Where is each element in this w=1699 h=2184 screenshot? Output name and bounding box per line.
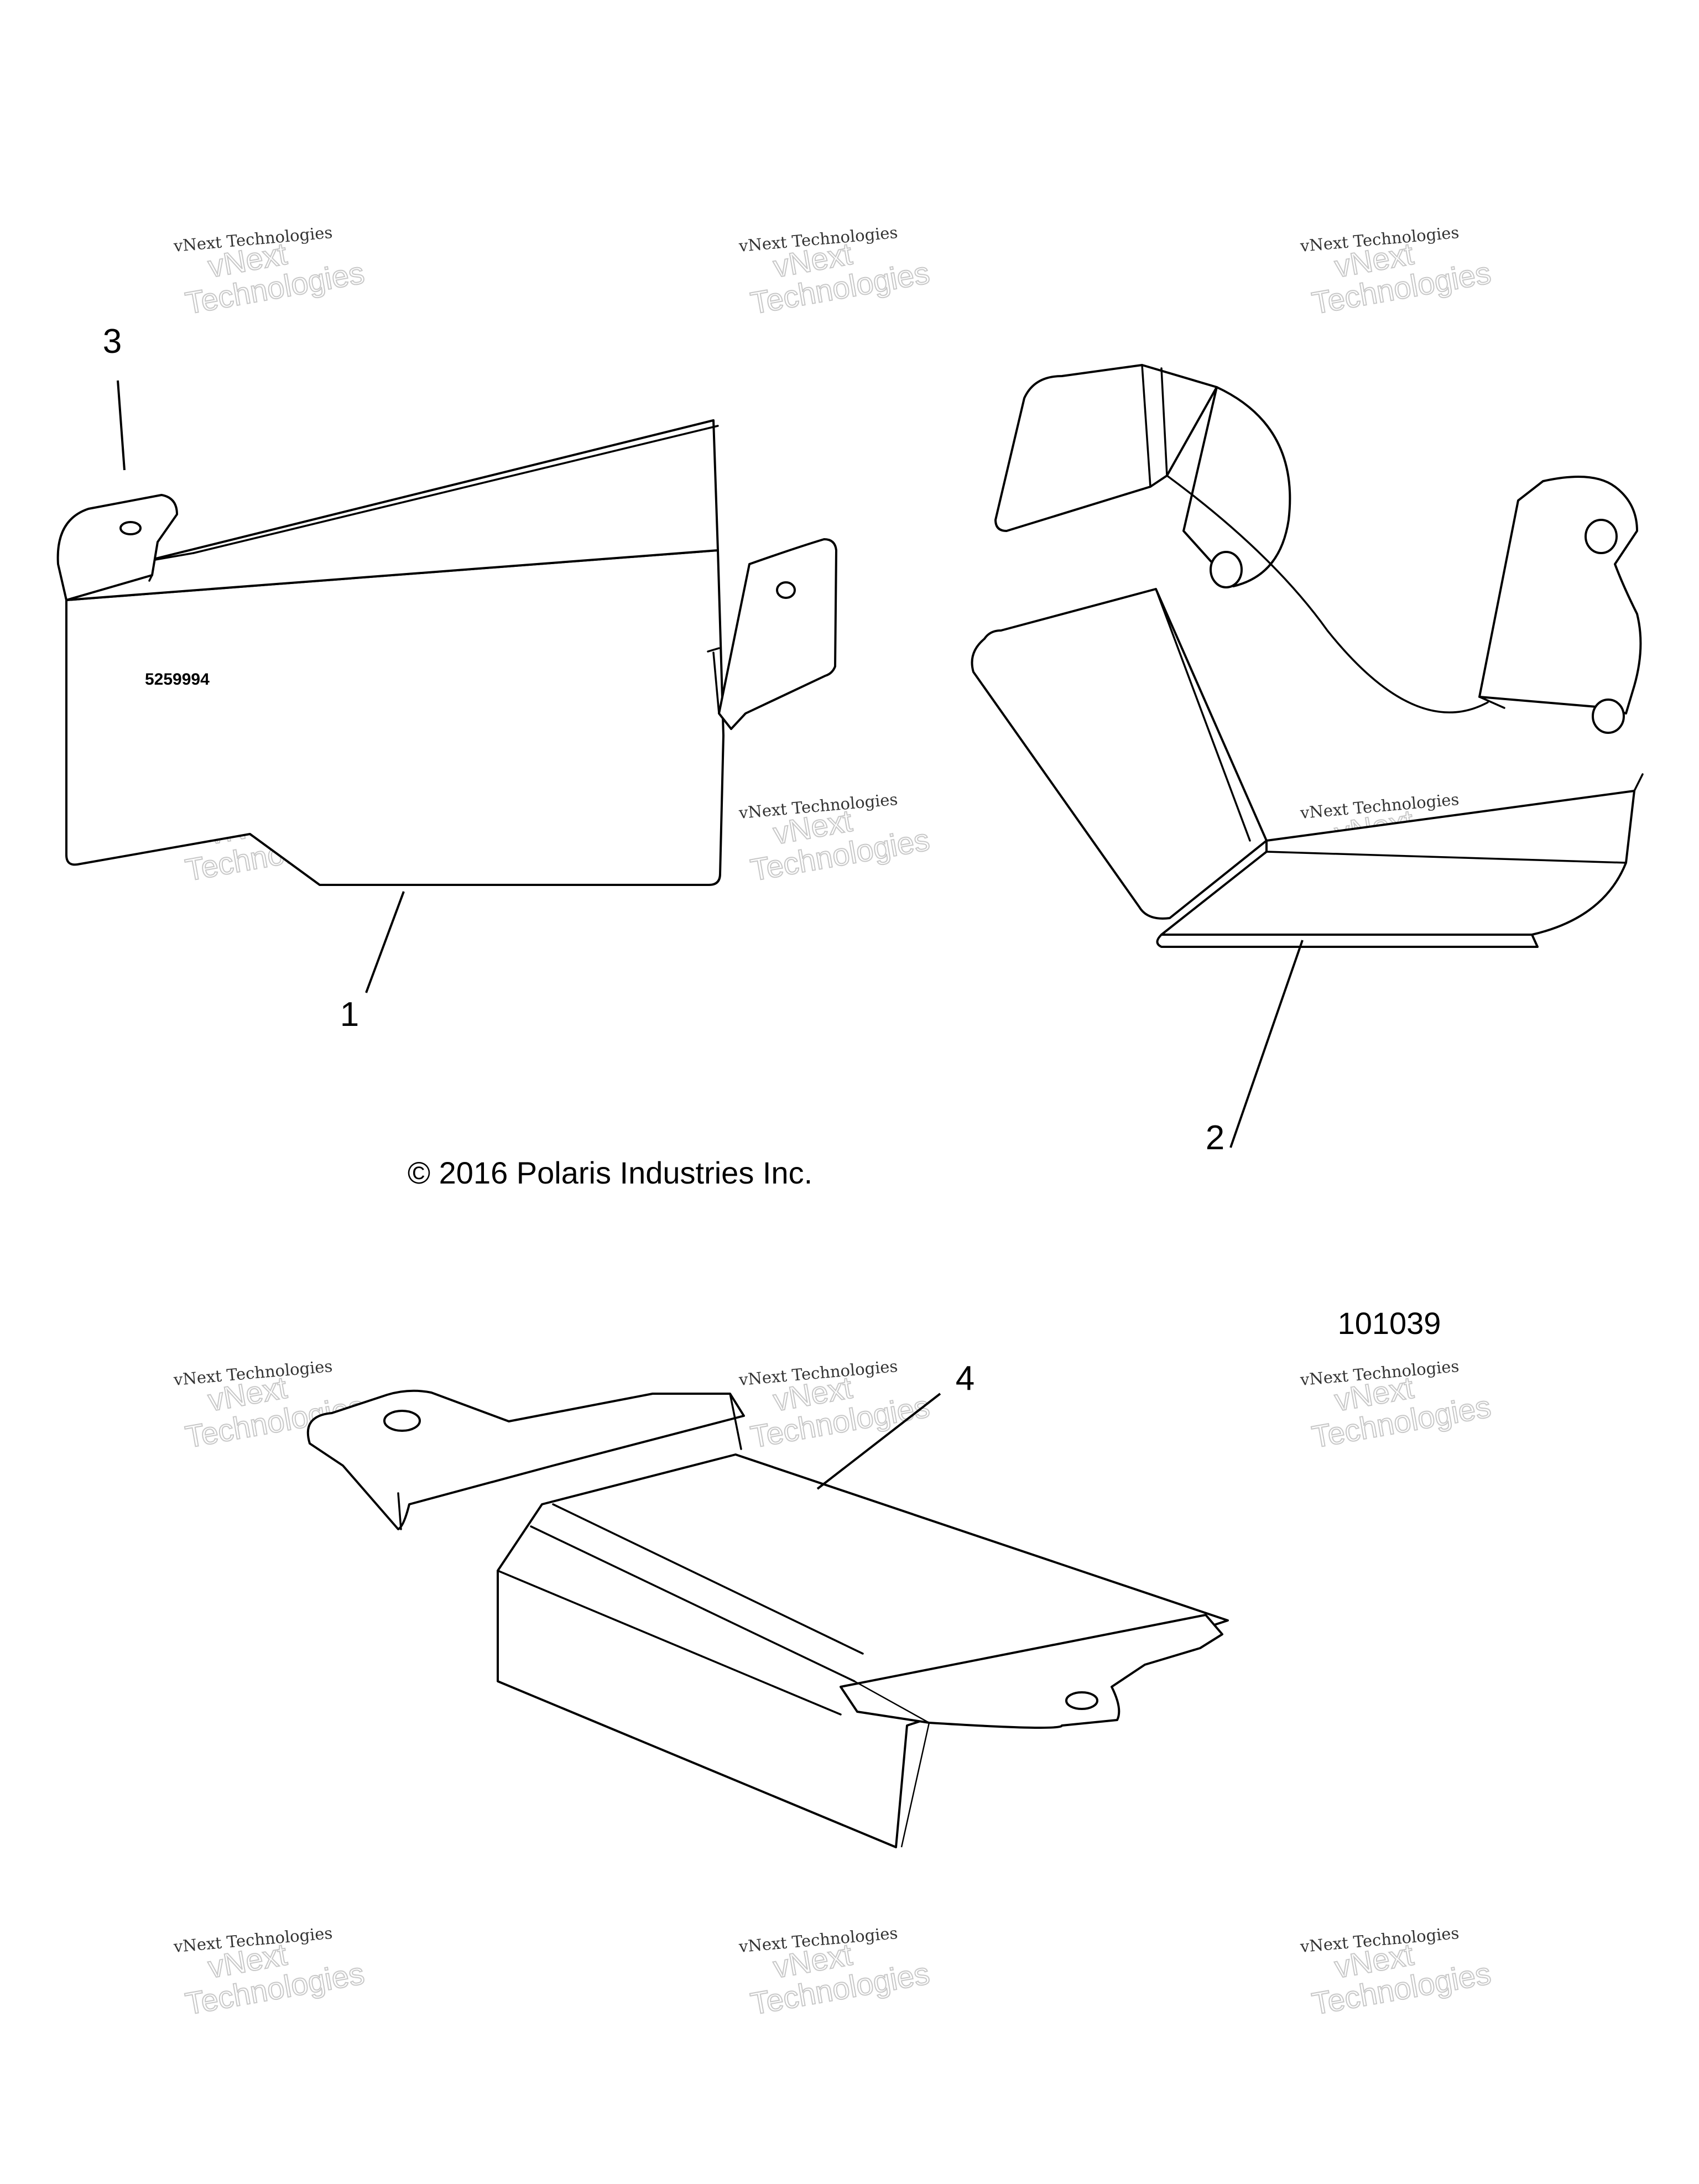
part-2-formed-shield xyxy=(971,364,1644,948)
callout-2: 2 xyxy=(1206,1119,1224,1157)
part-marking: 5259994 xyxy=(145,670,210,689)
callout-1: 1 xyxy=(340,995,359,1034)
callout-3: 3 xyxy=(103,322,122,361)
part-4-bracket xyxy=(306,1389,1229,1848)
leader-1 xyxy=(365,891,405,993)
copyright-text: © 2016 Polaris Industries Inc. xyxy=(408,1155,812,1190)
leader-3 xyxy=(117,380,126,471)
part-1-heat-shield xyxy=(56,419,837,886)
reference-number: 101039 xyxy=(1338,1306,1441,1341)
callout-4: 4 xyxy=(956,1359,974,1398)
leader-4 xyxy=(816,1393,941,1490)
leader-2 xyxy=(1229,940,1304,1148)
leader-lines xyxy=(117,380,1304,1490)
